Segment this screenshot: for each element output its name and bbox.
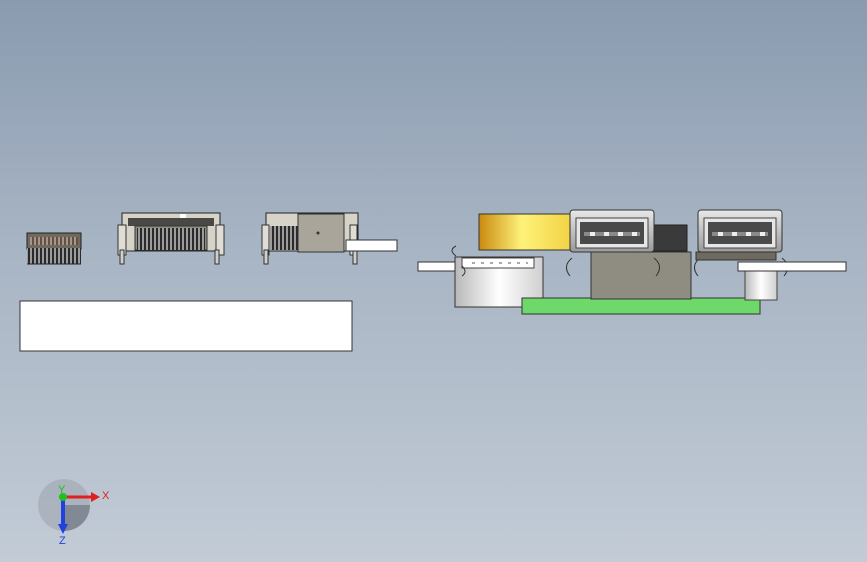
usb-port-1[interactable]: [566, 209, 660, 277]
small-connector-front-view[interactable]: [26, 232, 82, 265]
flat-cable: [345, 239, 398, 252]
connector-with-cable-view[interactable]: [261, 212, 398, 265]
x-axis-label: X: [102, 490, 110, 502]
note-box: [19, 300, 353, 352]
axis-triad: X Y Z: [38, 479, 110, 547]
pcb-board: [521, 297, 761, 315]
z-axis-label: Z: [59, 535, 66, 547]
pcb-assembly-side-view[interactable]: [417, 209, 847, 315]
flex-cable: [478, 213, 575, 251]
y-axis-label: Y: [58, 484, 66, 496]
usb-port-2[interactable]: [694, 209, 788, 277]
connector-front-view[interactable]: [117, 212, 225, 265]
y-axis-marker: [59, 493, 67, 501]
